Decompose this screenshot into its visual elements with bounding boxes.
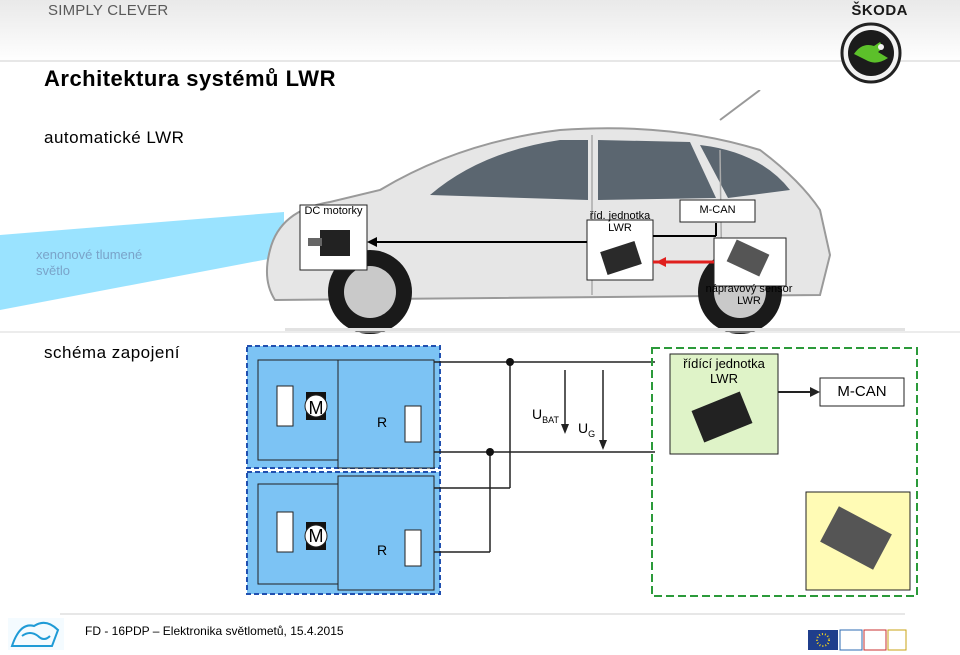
footer-bar — [8, 613, 907, 651]
axle-sensor-label: nápravový sensor — [705, 283, 793, 295]
dc-motors-label: DC motorky — [304, 205, 363, 217]
resistor-label-1: R — [377, 414, 388, 430]
mcan-schematic-label: M-CAN — [837, 383, 887, 400]
motor-symbol-2: M — [308, 526, 324, 546]
footer-text: FD - 16PDP – Elektronika světlometů, 15.… — [85, 624, 344, 638]
header-bar — [0, 0, 960, 62]
control-unit-schematic-label: řídící jednotka LWR — [683, 356, 765, 386]
car-diagram — [0, 90, 960, 334]
car-illustration — [265, 90, 905, 334]
mcan-label: M-CAN — [699, 204, 736, 216]
control-unit-label-2: LWR — [608, 222, 632, 234]
axle-sensor-label-2: LWR — [737, 295, 761, 307]
wiring-schematic — [246, 345, 918, 597]
light-beam — [0, 212, 284, 310]
xenon-light-label: xenonové tlumené světlo — [36, 247, 143, 278]
control-unit-label: říd. jednotka — [589, 210, 651, 222]
page-subtitle: automatické LWR — [44, 128, 185, 147]
motor-symbol-1: M — [308, 398, 324, 418]
resistor-label-2: R — [377, 542, 388, 558]
u-bat-label: UBAT — [532, 406, 559, 425]
u-g-label: UG — [578, 420, 596, 439]
brand-slogan: SIMPLY CLEVER — [48, 2, 169, 19]
page-title: Architektura systémů LWR — [44, 66, 336, 91]
eu-funding-logos-icon — [808, 629, 907, 651]
schema-title: schéma zapojení — [44, 343, 181, 362]
university-lion-icon — [8, 618, 64, 650]
skoda-logo-icon — [840, 22, 902, 84]
brand-name: ŠKODA — [851, 2, 908, 19]
